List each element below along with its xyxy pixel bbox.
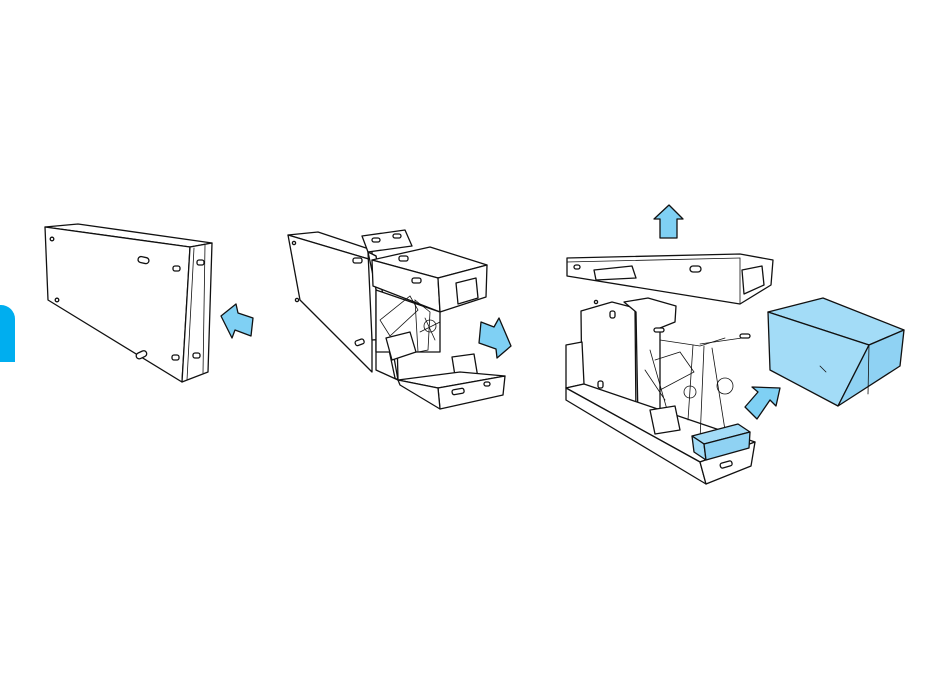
accessory-box-highlight (768, 298, 904, 406)
arrow-up-right-icon (745, 387, 780, 419)
closed-bike-box (45, 224, 212, 382)
arrow-right-icon (479, 318, 511, 358)
arrow-left-icon (221, 304, 253, 338)
unpacking-bike-box (566, 254, 904, 484)
opening-bike-box (288, 230, 505, 409)
arrow-up-icon (654, 205, 683, 238)
side-tab-marker (0, 305, 15, 362)
